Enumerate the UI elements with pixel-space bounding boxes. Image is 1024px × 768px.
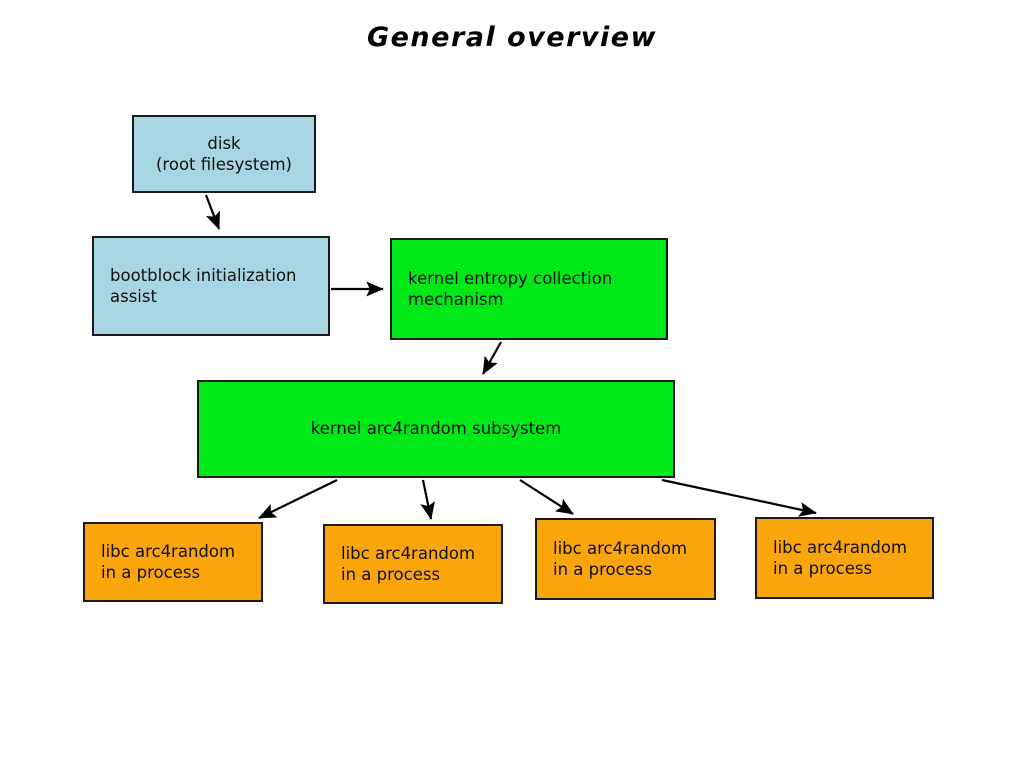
page-title: General overview [366, 22, 658, 53]
node-bootblock-label: bootblock initialization assist [110, 265, 297, 306]
edge-arc4random-to-libc-2 [420, 479, 435, 520]
node-kernel-entropy-collection-mechanism[interactable]: kernel entropy collection mechanism [390, 238, 668, 340]
node-entropy-label: kernel entropy collection mechanism [408, 268, 613, 309]
edge-entropy-to-arc4random [482, 341, 502, 375]
node-kernel-arc4random-subsystem[interactable]: kernel arc4random subsystem [197, 380, 675, 478]
node-libc-2-label: libc arc4random in a process [341, 543, 476, 584]
node-libc-4-label: libc arc4random in a process [773, 537, 908, 578]
node-libc-arc4random-process-4[interactable]: libc arc4random in a process [755, 517, 934, 599]
node-libc-arc4random-process-2[interactable]: libc arc4random in a process [323, 524, 503, 604]
edge-arc4random-to-libc-3 [519, 479, 574, 515]
node-disk[interactable]: disk (root filesystem) [132, 115, 316, 193]
node-disk-label: disk (root filesystem) [156, 133, 292, 174]
node-libc-3-label: libc arc4random in a process [553, 538, 688, 579]
node-bootblock-initialization-assist[interactable]: bootblock initialization assist [92, 236, 330, 336]
node-arc4random-label: kernel arc4random subsystem [310, 419, 562, 439]
edge-arc4random-to-libc-4 [661, 478, 817, 517]
node-libc-arc4random-process-3[interactable]: libc arc4random in a process [535, 518, 716, 600]
edge-disk-to-bootblock [204, 194, 221, 230]
edge-arc4random-to-libc-1 [258, 479, 338, 519]
node-libc-arc4random-process-1[interactable]: libc arc4random in a process [83, 522, 263, 602]
node-libc-1-label: libc arc4random in a process [101, 541, 236, 582]
